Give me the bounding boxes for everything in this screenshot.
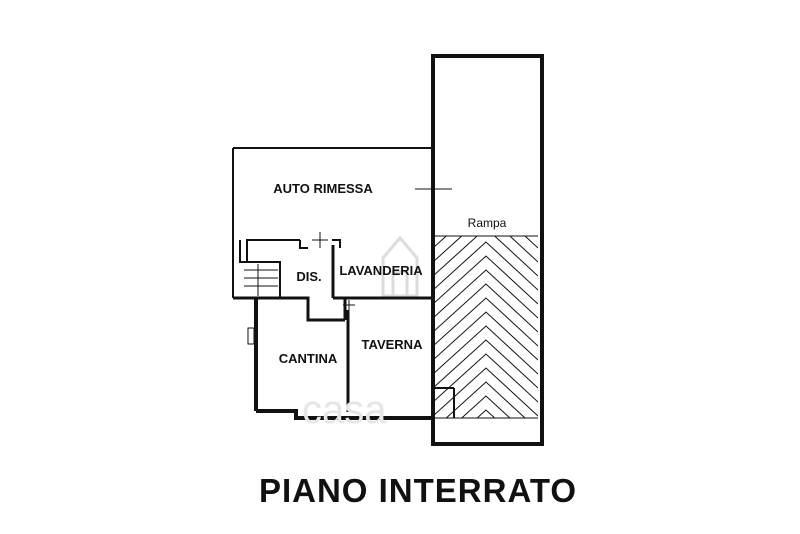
ramp-chevron-line (433, 236, 538, 263)
ramp-chevron-line (445, 381, 526, 418)
label-lavanderia: LAVANDERIA (339, 263, 423, 278)
building-walls (232, 147, 452, 420)
ramp-chevron-line (433, 236, 538, 277)
label-rampa: Rampa (468, 216, 507, 230)
watermark-house-icon (381, 235, 419, 298)
ramp-chevron-line (433, 255, 538, 305)
page-title: PIANO INTERRATO (258, 472, 578, 509)
label-dis: DIS. (296, 269, 321, 284)
ramp-chevron-line (433, 353, 538, 403)
ramp-chevron-line (433, 325, 538, 375)
ramp-chevron-line (433, 283, 538, 333)
watermark: casa (302, 388, 387, 432)
ramp-chevron-hatching (433, 236, 538, 418)
ramp-chevron-line (460, 395, 511, 418)
ramp-chevron-line (433, 339, 538, 389)
ramp-chevron-line (433, 367, 538, 417)
ramp-chevron-line (476, 409, 496, 418)
ramp-chevron-line (433, 297, 538, 347)
ramp-chevron-line (433, 269, 538, 319)
ramp-chevron-line (433, 241, 538, 291)
label-cantina: CANTINA (279, 351, 338, 366)
ramp-chevron-line (433, 311, 538, 361)
label-auto-rimessa: AUTO RIMESSA (273, 181, 373, 196)
label-taverna: TAVERNA (362, 337, 424, 352)
